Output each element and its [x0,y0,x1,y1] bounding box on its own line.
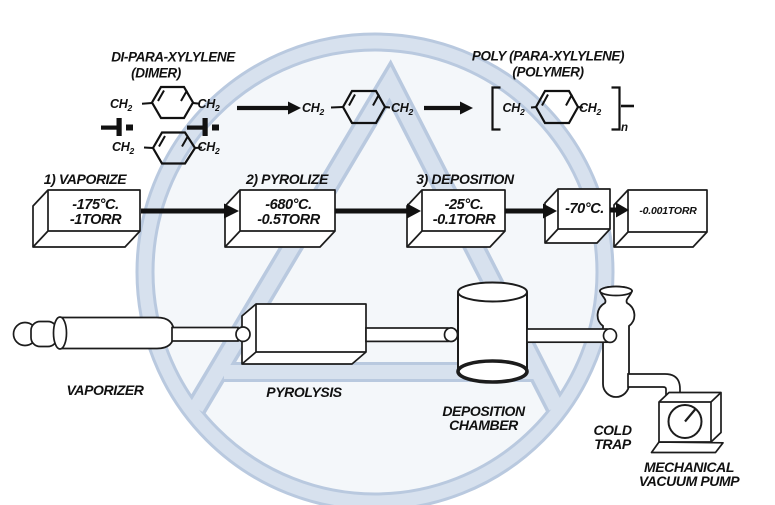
gauge-needle [684,408,697,423]
box1-pressure: -1TORR [69,211,122,228]
box4-temp: -70°C. [565,201,604,217]
vacuum-pump-label-line1: MECHANICAL [643,458,735,475]
tube-1-cap [235,326,251,343]
tube-3-cap [602,327,618,344]
cleaved-bond-symbols [101,118,219,136]
dimer-structure [141,85,203,165]
box1-temp: -175°C. [72,196,119,213]
pyrolize-box [224,189,336,248]
deposition-chamber-label-line2: CHAMBER [449,416,518,433]
process-boxes [32,188,708,248]
cold-trap-label-line1: COLD [593,421,632,438]
pyrolysis-shape [241,303,367,365]
reaction-arrow-1 [237,101,301,115]
deposition-chamber-shape [456,281,529,384]
box3-temp: -25°C. [444,196,484,213]
ch2-label: CH2 [579,100,602,117]
box5-pressure: -0.001TORR [639,205,697,217]
ch2-label: CH2 [502,100,525,117]
polymer-subtitle: (POLYMER) [512,64,584,79]
process-arrows [141,202,629,219]
pyrolysis-label: PYROLYSIS [266,383,342,400]
polymer-structure [491,86,634,131]
ch2-label: CH2 [302,100,325,117]
deposition-chamber-label-line1: DEPOSITION [442,402,525,419]
monomer-structure [330,89,391,125]
cold-trap-shape [596,285,636,398]
cold-trap-label-line2: TRAP [594,435,631,452]
tube-3 [526,328,608,344]
step-label-pyrolize: 2) PYROLIZE [246,171,328,187]
vaporizer-label: VAPORIZER [66,382,144,398]
ch2-label: CH2 [110,96,133,113]
vaporizer-shape [12,316,175,350]
dimer-subtitle: (DIMER) [131,65,181,80]
step-label-deposition: 3) DEPOSITION [416,171,514,187]
vaporize-box [32,189,141,248]
equipment-schematic [12,281,724,454]
polymer-repeat-subscript: n [621,122,629,134]
vacuum-box [613,189,708,248]
reaction-arrow-2 [424,101,473,115]
tube-2-cap [443,327,459,343]
cold-trap-box [544,188,611,244]
ch2-label: CH2 [197,96,220,113]
ch2-label: CH2 [197,139,220,156]
watermark-logo-icon [135,32,615,505]
dimer-title: DI-PARA-XYLYLENE [111,49,235,65]
polymer-title: POLY (PARA-XYLYLENE) [471,48,625,64]
tube-1 [171,326,239,342]
vacuum-pump-shape [650,391,724,454]
box2-temp: -680°C. [265,196,312,213]
tube-2 [365,327,449,343]
box3-pressure: -0.1TORR [432,211,496,228]
vacuum-pump-label-line2: VACUUM PUMP [638,472,740,489]
ch2-label: CH2 [391,100,414,117]
box2-pressure: -0.5TORR [257,211,320,228]
ch2-label: CH2 [112,139,135,156]
step-label-vaporize: 1) VAPORIZE [43,171,127,187]
